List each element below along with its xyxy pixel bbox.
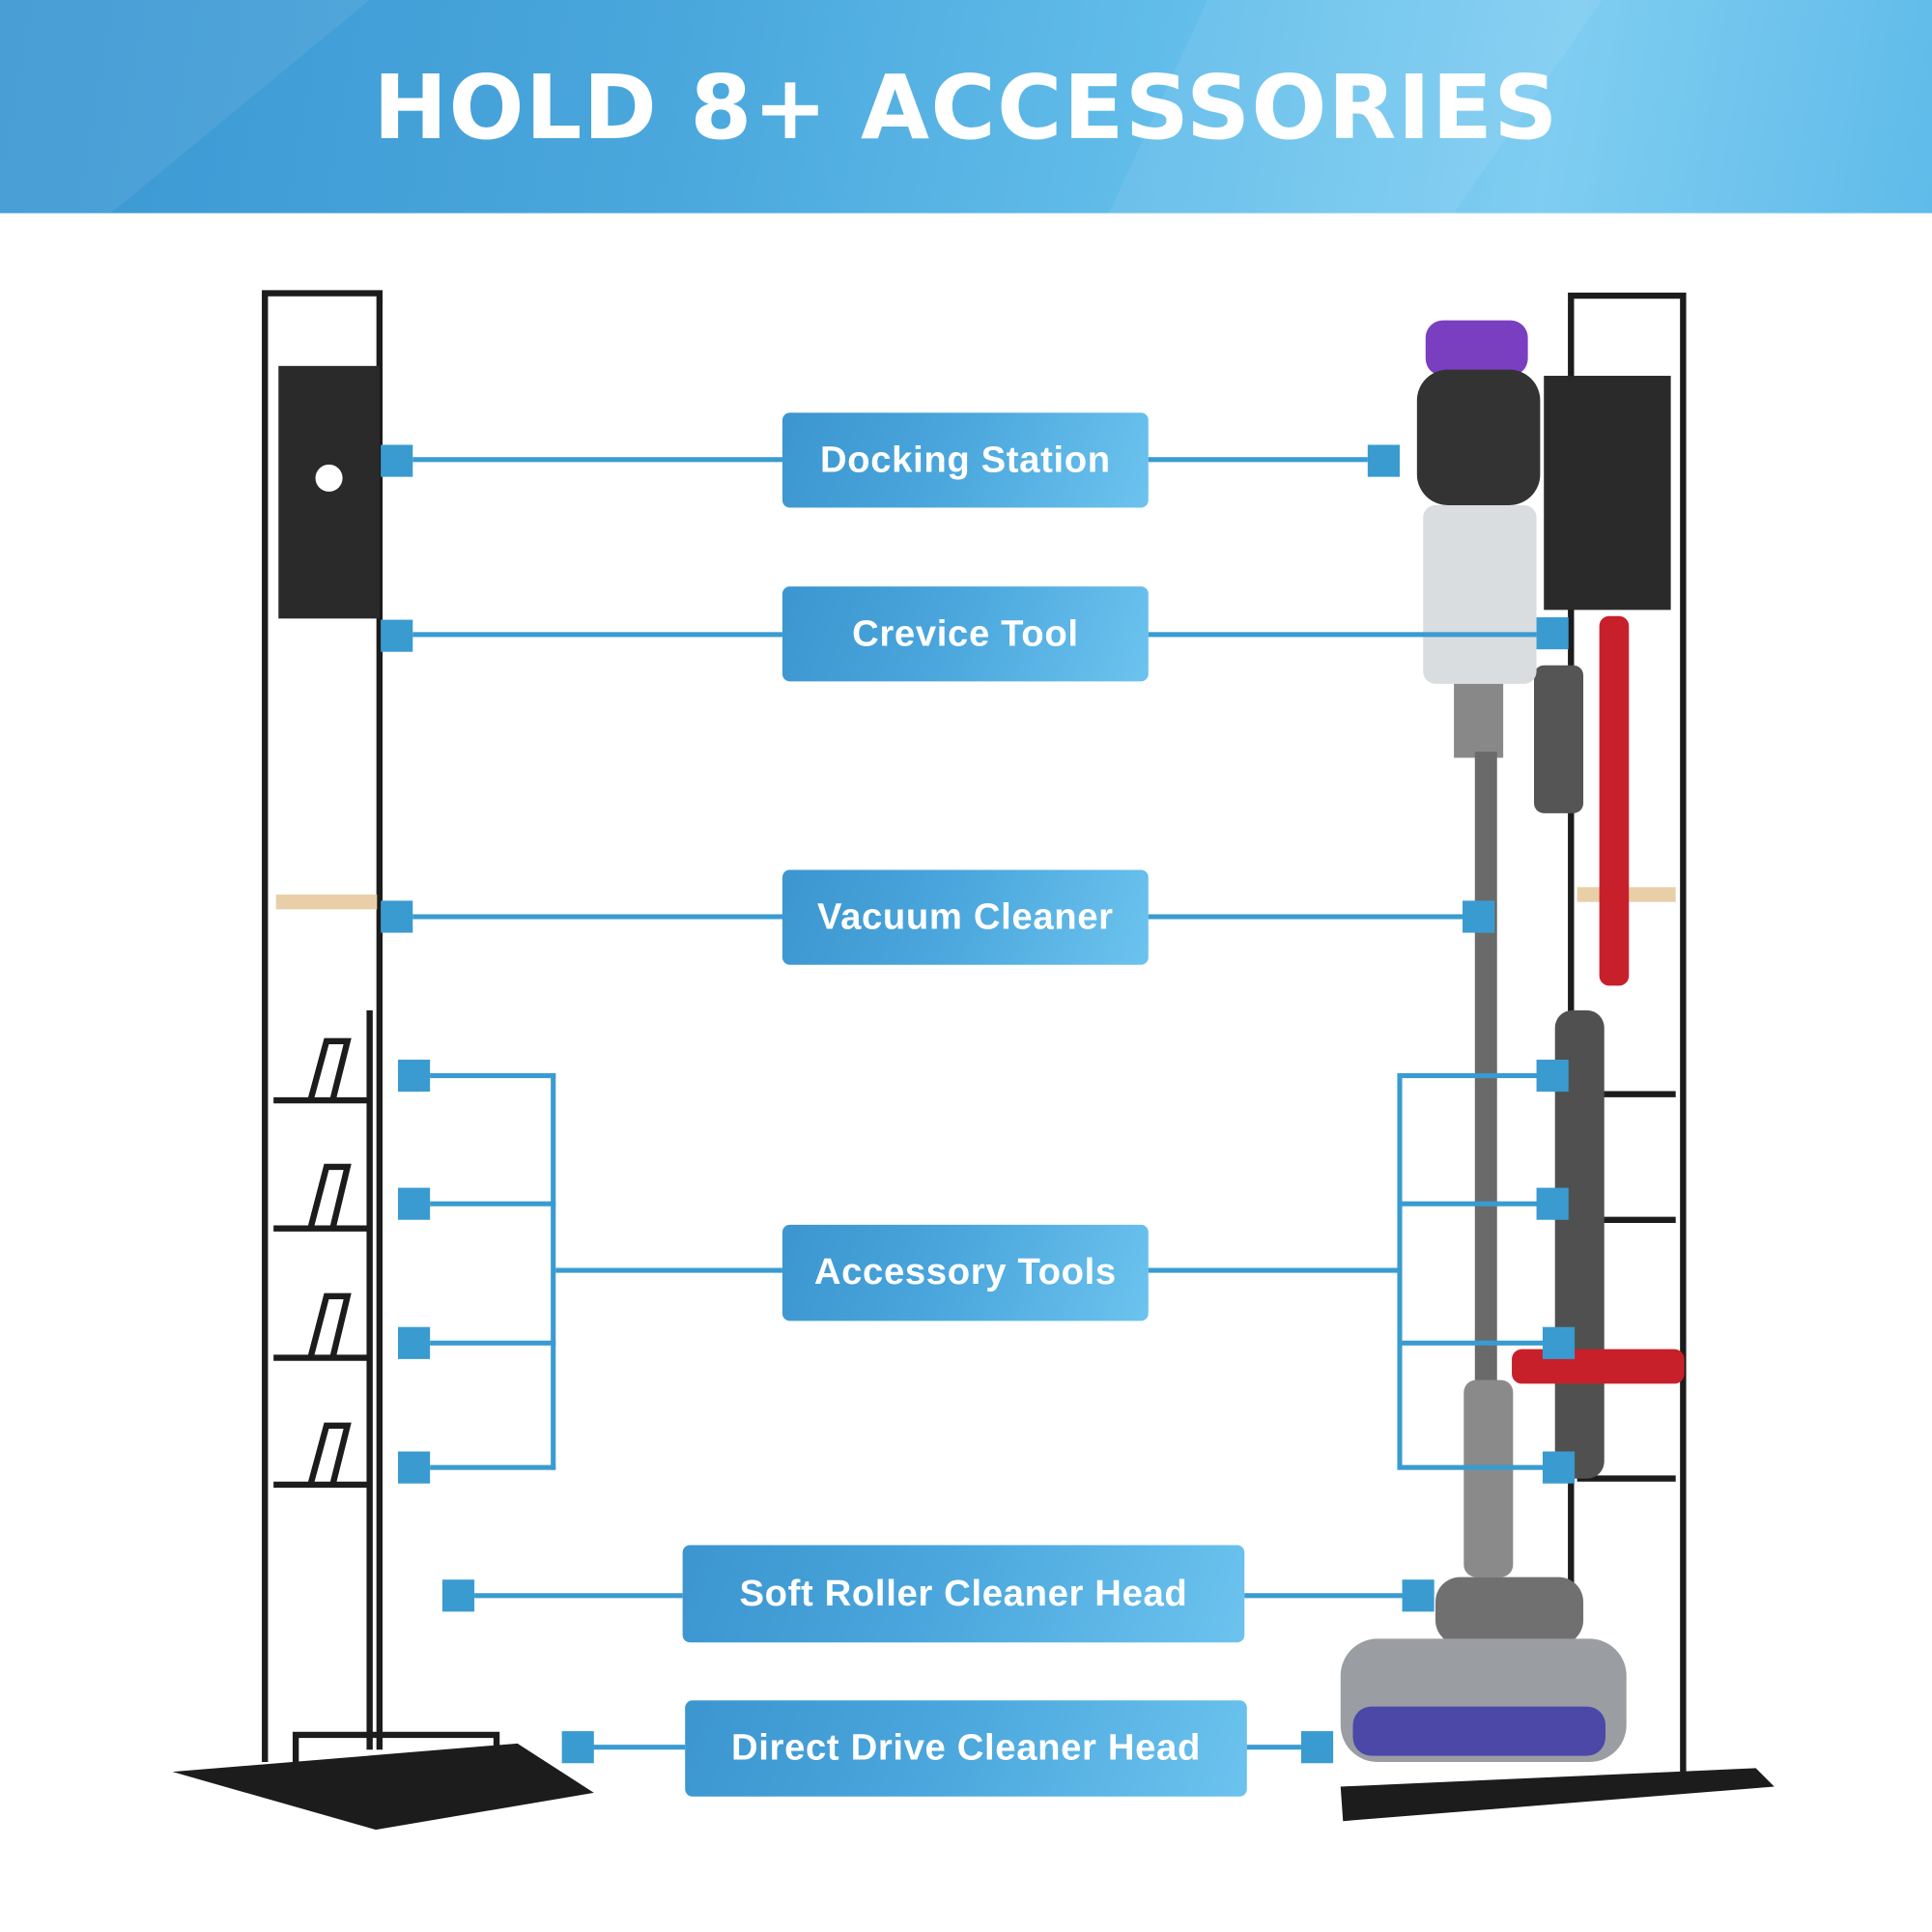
accessory-left-line — [430, 1464, 556, 1470]
vacuum-right-line — [1148, 914, 1463, 920]
docking-right-line — [1148, 457, 1368, 463]
accessory-left-marker — [397, 1187, 431, 1220]
empty-stand-image — [172, 290, 594, 1831]
accessory-right-marker — [1536, 1187, 1569, 1220]
header-banner: HOLD 8+ ACCESSORIES — [0, 0, 1932, 213]
accessory-right-connector — [1148, 1267, 1402, 1273]
direct-drive-left-line — [592, 1745, 686, 1750]
accessory-right-marker — [1542, 1326, 1576, 1359]
accessory-left-line — [430, 1201, 556, 1207]
docking-left-line — [412, 457, 782, 463]
accessory-left-marker — [397, 1059, 431, 1093]
docking-right-marker — [1367, 444, 1400, 477]
soft-roller-right-marker — [1402, 1579, 1435, 1612]
accessory-right-bracket — [1397, 1072, 1403, 1470]
crevice-tool-label: Crevice Tool — [781, 586, 1149, 682]
docking-station-label: Docking Station — [781, 412, 1149, 508]
docking-left-marker — [381, 444, 413, 477]
soft-roller-left-line — [474, 1593, 683, 1599]
accessory-left-line — [430, 1072, 556, 1079]
vacuum-left-line — [412, 914, 782, 920]
accessory-right-line — [1402, 1340, 1545, 1346]
vacuum-cleaner-label: Vacuum Cleaner — [781, 869, 1149, 965]
accessory-left-connector — [555, 1267, 782, 1273]
crevice-left-marker — [381, 619, 413, 652]
soft-roller-right-line — [1244, 1593, 1403, 1599]
accessory-right-line — [1402, 1201, 1538, 1207]
crevice-right-marker — [1536, 617, 1569, 650]
accessory-left-marker — [397, 1326, 431, 1359]
vacuum-right-marker — [1463, 900, 1495, 933]
loaded-stand-image — [1340, 292, 1775, 1822]
direct-drive-right-line — [1246, 1745, 1301, 1750]
page-title: HOLD 8+ ACCESSORIES — [373, 55, 1559, 159]
crevice-right-line — [1148, 632, 1537, 638]
crevice-left-line — [412, 632, 782, 638]
soft-roller-label: Soft Roller Cleaner Head — [682, 1545, 1245, 1643]
vacuum-left-marker — [381, 900, 413, 933]
direct-drive-right-marker — [1300, 1731, 1334, 1764]
accessory-left-bracket — [551, 1072, 556, 1470]
direct-drive-label: Direct Drive Cleaner Head — [685, 1700, 1247, 1797]
accessory-right-marker — [1542, 1451, 1576, 1484]
accessory-left-marker — [397, 1451, 431, 1484]
accessory-tools-label: Accessory Tools — [781, 1224, 1149, 1321]
soft-roller-left-marker — [441, 1579, 475, 1612]
accessory-left-line — [430, 1340, 556, 1346]
accessory-right-line — [1402, 1072, 1538, 1079]
accessory-right-line — [1402, 1464, 1545, 1470]
direct-drive-left-marker — [561, 1731, 594, 1764]
accessory-right-marker — [1536, 1059, 1569, 1093]
